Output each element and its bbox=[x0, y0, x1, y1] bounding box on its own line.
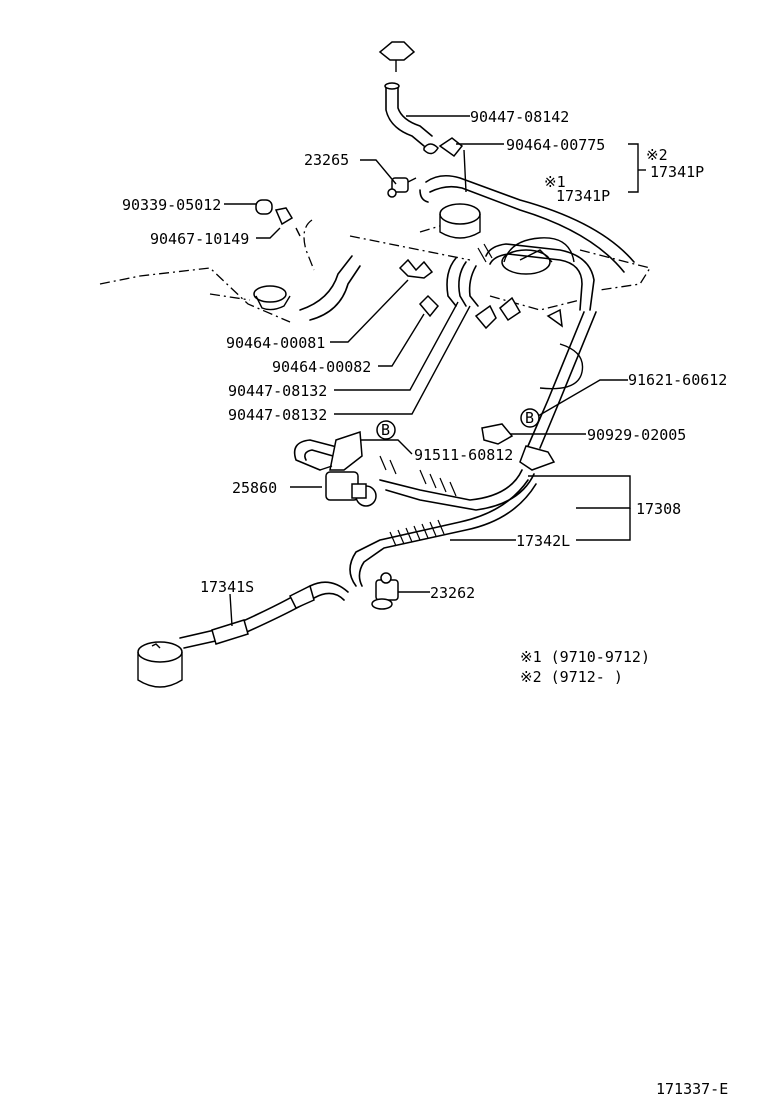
label-90339-05012: 90339-05012 bbox=[122, 196, 221, 214]
label-90464-00775: 90464-00775 bbox=[506, 136, 605, 154]
label-91511-60812: 91511-60812 bbox=[414, 446, 513, 464]
diagram-artwork bbox=[99, 41, 652, 688]
callout-b-circle-2 bbox=[520, 408, 540, 428]
callout-b-1: B bbox=[381, 421, 390, 439]
label-90464-00082: 90464-00082 bbox=[272, 358, 371, 376]
label-23265: 23265 bbox=[304, 151, 349, 169]
leader-lines bbox=[224, 115, 646, 627]
label-90447-08142: 90447-08142 bbox=[470, 108, 569, 126]
label-note1-ref: ※1 bbox=[544, 173, 566, 191]
label-90467-10149: 90467-10149 bbox=[150, 230, 249, 248]
callout-b-circle-1 bbox=[376, 420, 396, 440]
note-2-date-range: ※2 (9712- ) bbox=[520, 668, 623, 686]
label-90447-08132-lower: 90447-08132 bbox=[228, 406, 327, 424]
filler-cap-icon bbox=[378, 41, 416, 61]
label-90929-02005: 90929-02005 bbox=[587, 426, 686, 444]
label-90447-08132-upper: 90447-08132 bbox=[228, 382, 327, 400]
label-17341S: 17341S bbox=[200, 578, 254, 596]
hose-sleeve-hatching bbox=[379, 243, 493, 547]
label-25860: 25860 bbox=[232, 479, 277, 497]
label-17342L: 17342L bbox=[516, 532, 570, 550]
label-17341P-note2: 17341P bbox=[650, 163, 704, 181]
figure-number: 171337-E bbox=[656, 1080, 728, 1098]
label-17308: 17308 bbox=[636, 500, 681, 518]
label-17341P-note1: 17341P bbox=[556, 187, 610, 205]
label-90464-00081: 90464-00081 bbox=[226, 334, 325, 352]
applicability-notes: ※1 (9710-9712) ※2 (9712- ) bbox=[520, 648, 650, 686]
note-1-date-range: ※1 (9710-9712) bbox=[520, 648, 650, 666]
label-91621-60612: 91621-60612 bbox=[628, 371, 727, 389]
part-number-labels: 90447-08142 90464-00775 ※2 17341P 23265 … bbox=[122, 108, 727, 602]
callout-b-2: B bbox=[525, 409, 534, 427]
label-23262: 23262 bbox=[430, 584, 475, 602]
label-note2-ref: ※2 bbox=[646, 146, 668, 164]
